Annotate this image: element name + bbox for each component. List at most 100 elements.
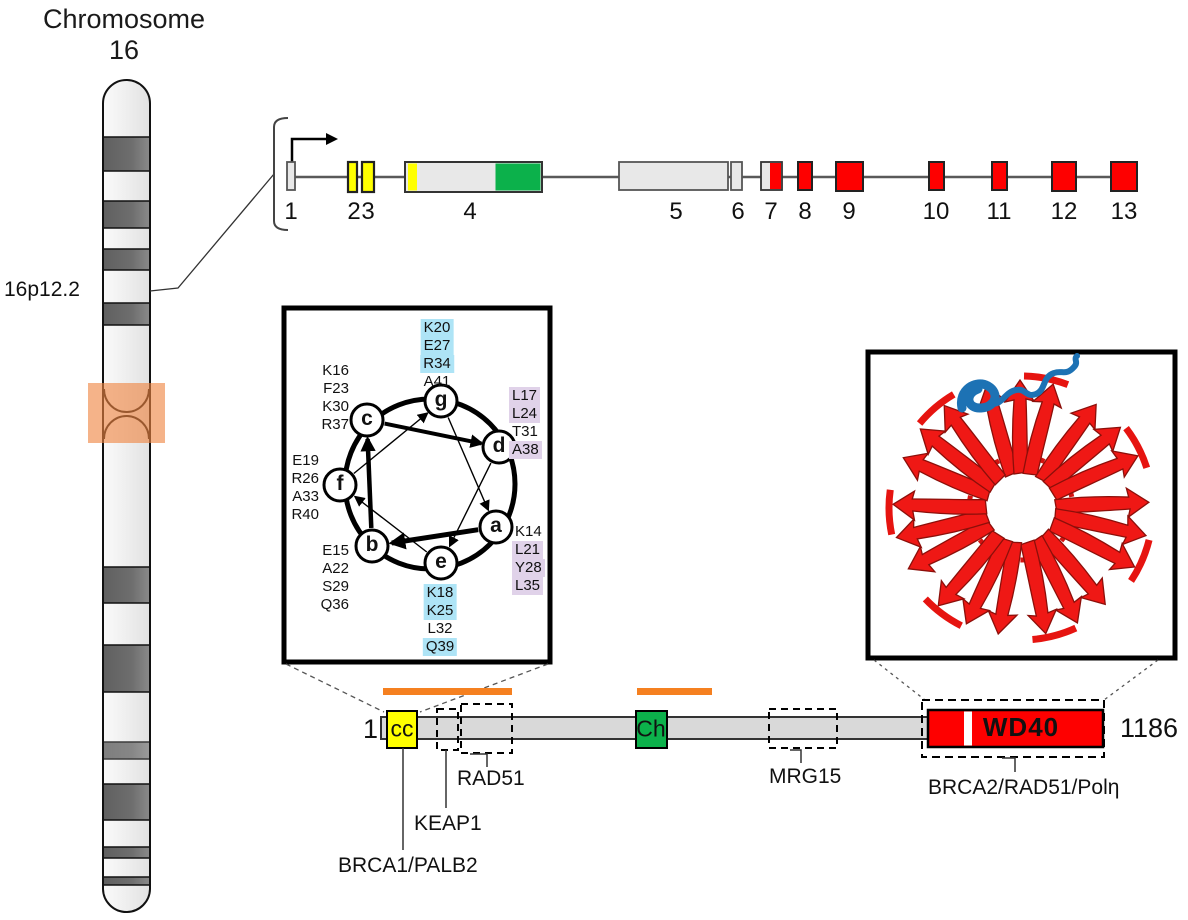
wheel-node-g <box>423 383 459 419</box>
peptide-ribbon <box>956 353 1080 413</box>
exon-label: 12 <box>1050 198 1078 225</box>
centromere-highlight <box>88 383 165 443</box>
residue-label: A33 <box>292 488 319 505</box>
chromosome-band-label: 16p12.2 <box>4 278 80 301</box>
partner-label-keap1: KEAP1 <box>414 812 482 835</box>
exon-3-box <box>360 160 376 194</box>
wheel-node-f <box>322 467 358 503</box>
residue-label: L35 <box>512 577 544 595</box>
brca2-connector <box>1002 757 1016 772</box>
transcription-start-arrow <box>290 133 338 162</box>
chromosome-ideogram <box>88 79 275 913</box>
wd40-structure-inset <box>865 349 1178 661</box>
exon-5-box <box>618 161 729 191</box>
chromosome-title-line2: 16 <box>108 35 140 65</box>
exon-label: 13 <box>1110 198 1138 225</box>
partner-label-mrg15: MRG15 <box>769 765 842 788</box>
residue-label: L17 <box>509 387 541 405</box>
exon-label: 2 <box>347 198 361 225</box>
ch-domain-box <box>635 710 668 749</box>
wd40-dashed-box <box>921 699 1105 758</box>
exon-7-box <box>760 161 783 191</box>
exon-label: 10 <box>922 198 950 225</box>
exon-label: 3 <box>361 198 375 225</box>
wheel-node-label-c: c <box>361 406 373 430</box>
residue-label: E27 <box>420 337 454 355</box>
wheel-node-c <box>349 402 385 438</box>
residue-label: F23 <box>323 380 349 397</box>
cc-domain-label: cc <box>390 715 414 742</box>
partner-label-brca2-rad51-pol: BRCA2/RAD51/Polη <box>928 776 1120 799</box>
domain-end-label: 1186 <box>1120 713 1179 743</box>
wheel-node-label-e: e <box>435 549 447 573</box>
residue-label: K16 <box>322 362 349 379</box>
cham-orange-bar <box>637 688 712 695</box>
residue-label: R37 <box>321 416 349 433</box>
cc-domain-box <box>386 710 418 749</box>
exon-label: 4 <box>463 198 477 225</box>
exon-4-box <box>404 161 543 193</box>
partner-label-brca1-palb2: BRCA1/PALB2 <box>338 854 478 877</box>
coiled-coil-orange-bar <box>383 688 512 695</box>
residue-label: K30 <box>322 398 349 415</box>
residue-label: E19 <box>292 452 319 469</box>
wheel-node-e <box>423 545 459 581</box>
rad51-connector <box>470 753 488 767</box>
exon-label: 11 <box>986 198 1012 225</box>
wheel-node-a <box>478 509 514 545</box>
exon-11-box <box>991 161 1008 191</box>
residue-label: Y28 <box>512 559 545 577</box>
exon-13-box <box>1110 161 1138 192</box>
exon-12-box <box>1051 161 1077 192</box>
gene-structure <box>273 117 1138 231</box>
wheel-fan-left <box>285 663 385 713</box>
exon-6-box <box>730 161 743 191</box>
residue-label: Q36 <box>320 596 349 613</box>
partner-label-rad51: RAD51 <box>457 767 525 790</box>
domain-map <box>285 659 1159 850</box>
residue-label: K20 <box>420 319 454 337</box>
exon-label: 6 <box>731 198 745 225</box>
chromosome-title-line1: Chromosome <box>42 4 206 34</box>
wheel-node-label-b: b <box>365 532 379 556</box>
residue-label: K25 <box>423 602 457 620</box>
residue-label: K18 <box>423 584 457 602</box>
ch-domain-label: Ch <box>636 715 666 742</box>
exon-label: 7 <box>764 198 778 225</box>
residue-label: Q39 <box>422 638 458 656</box>
chromosome-bands <box>103 136 150 886</box>
exon-label: 9 <box>842 198 856 225</box>
propeller-ribbon <box>885 372 1157 644</box>
keap1-dashed-box <box>436 708 459 751</box>
wheel-node-label-g: g <box>434 387 448 411</box>
residue-label: E15 <box>322 542 349 559</box>
gene-bracket <box>273 117 289 231</box>
wd40-domain-label: WD40 <box>982 711 1060 742</box>
residue-label: S29 <box>322 578 349 595</box>
exon-2-box <box>346 160 359 194</box>
rad51-dashed-box <box>460 703 513 754</box>
structure-fan-right <box>1103 659 1159 701</box>
wheel-node-label-d: d <box>492 433 506 457</box>
residue-label: L21 <box>512 541 544 559</box>
wheel-arrows <box>353 412 492 553</box>
residue-label: R34 <box>420 355 454 373</box>
wheel-node-label-f: f <box>336 471 344 495</box>
mrg15-dashed-box <box>768 708 838 749</box>
wheel-node-label-a: a <box>490 513 502 537</box>
exon-label: 1 <box>284 198 298 225</box>
band-leader-line <box>149 173 275 292</box>
residue-label: T31 <box>512 423 538 440</box>
exon-label: 5 <box>669 198 683 225</box>
residue-label: L32 <box>427 620 453 637</box>
exon-label: 8 <box>798 198 812 225</box>
exon-1-box <box>286 161 296 191</box>
domain-start-label: 1 <box>362 714 378 744</box>
residue-label: A22 <box>322 560 349 577</box>
wd40-domain-box <box>926 708 1105 749</box>
partner-connectors <box>402 748 1016 850</box>
residue-label: R26 <box>291 470 319 487</box>
wheel-fan-right <box>419 663 549 713</box>
